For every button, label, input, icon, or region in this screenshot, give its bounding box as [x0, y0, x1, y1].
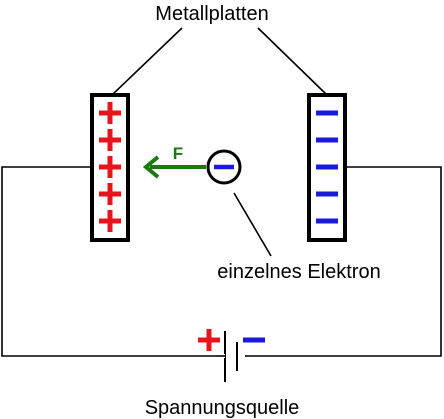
plus-charge: [99, 210, 121, 232]
electron: [206, 149, 242, 185]
battery-plus-sign: [198, 329, 220, 351]
electron-leader: [233, 192, 272, 257]
plus-charge: [99, 102, 121, 124]
plates-leader-right: [257, 27, 328, 96]
electron-label: einzelnes Elektron: [217, 261, 380, 283]
force-label: F: [173, 144, 183, 163]
plates-label: Metallplatten: [155, 3, 268, 25]
source-label: Spannungsquelle: [145, 397, 300, 419]
force-arrow: [142, 155, 206, 179]
plus-charge: [99, 183, 121, 205]
plus-charge: [99, 156, 121, 178]
positive-charges: [99, 102, 121, 232]
plus-charge: [99, 129, 121, 151]
wire-right: [236, 166, 442, 357]
negative-charges: [316, 110, 338, 224]
wire-left: [1, 166, 216, 357]
plates-leader-left: [111, 27, 183, 96]
